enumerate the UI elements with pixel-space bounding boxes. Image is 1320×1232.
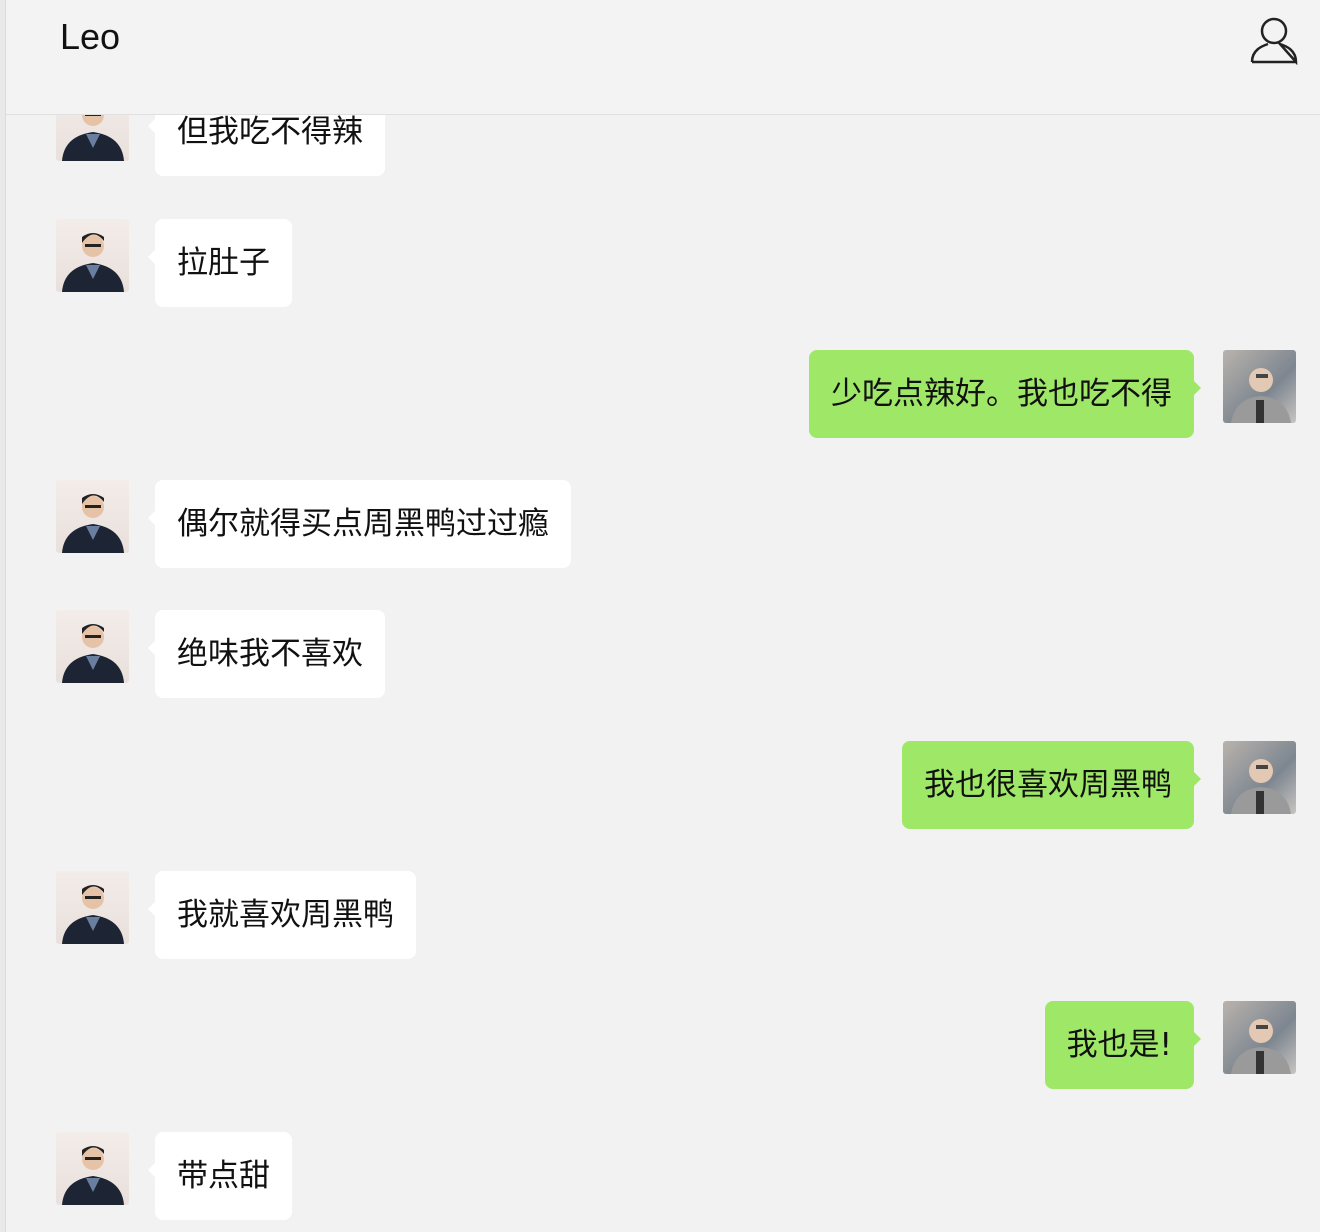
sidebar-edge (0, 0, 6, 1232)
sent-message-bubble[interactable]: 我也很喜欢周黑鸭 (902, 741, 1201, 829)
received-message-bubble[interactable]: 拉肚子 (148, 219, 292, 307)
sent-message-bubble[interactable]: 我也是! (1044, 1001, 1202, 1089)
message-row: 偶尔就得买点周黑鸭过过瘾 (6, 480, 1320, 568)
received-message-bubble[interactable]: 我就喜欢周黑鸭 (148, 871, 416, 959)
contact-avatar[interactable] (56, 480, 129, 553)
contact-avatar[interactable] (56, 610, 129, 683)
contact-avatar[interactable] (56, 115, 129, 161)
received-message-bubble[interactable]: 但我吃不得辣 (148, 115, 385, 176)
received-message-bubble[interactable]: 偶尔就得买点周黑鸭过过瘾 (148, 480, 571, 568)
my-avatar[interactable] (1223, 350, 1296, 423)
sent-message-bubble[interactable]: 少吃点辣好。我也吃不得 (809, 350, 1201, 438)
message-row: 少吃点辣好。我也吃不得 (6, 350, 1320, 438)
message-row: 我也很喜欢周黑鸭 (6, 741, 1320, 829)
message-list[interactable]: 但我吃不得辣拉肚子少吃点辣好。我也吃不得偶尔就得买点周黑鸭过过瘾绝味我不喜欢我也… (6, 115, 1320, 1232)
message-row: 拉肚子 (6, 219, 1320, 307)
message-row: 我也是! (6, 1001, 1320, 1089)
person-icon[interactable] (1248, 14, 1300, 66)
message-row: 我就喜欢周黑鸭 (6, 871, 1320, 959)
my-avatar[interactable] (1223, 1001, 1296, 1074)
message-row: 带点甜 (6, 1132, 1320, 1220)
contact-avatar[interactable] (56, 1132, 129, 1205)
my-avatar[interactable] (1223, 741, 1296, 814)
message-row: 但我吃不得辣 (6, 115, 1320, 176)
received-message-bubble[interactable]: 带点甜 (148, 1132, 292, 1220)
chat-title: Leo (60, 16, 121, 57)
contact-avatar[interactable] (56, 219, 129, 292)
message-row: 绝味我不喜欢 (6, 610, 1320, 698)
received-message-bubble[interactable]: 绝味我不喜欢 (148, 610, 385, 698)
chat-header: Leo (6, 0, 1320, 115)
contact-avatar[interactable] (56, 871, 129, 944)
